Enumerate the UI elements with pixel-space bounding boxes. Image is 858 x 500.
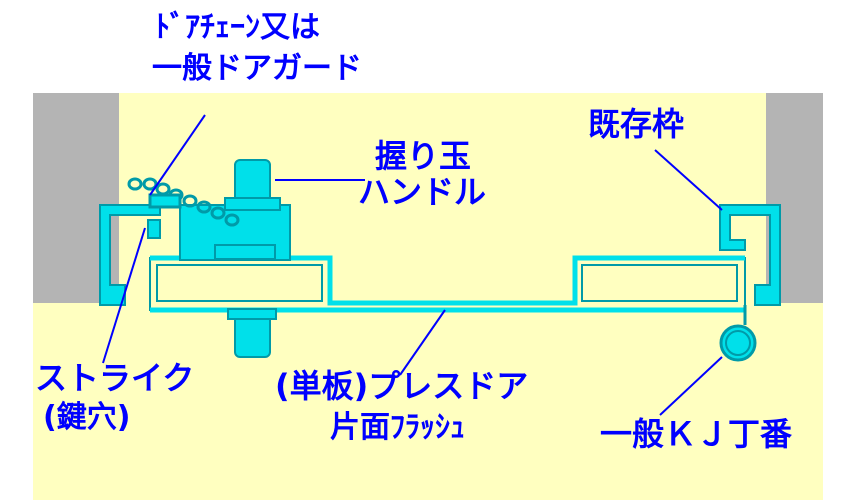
hinge-shape — [719, 305, 757, 362]
strike-shape — [147, 219, 161, 239]
knob-handle-shape — [179, 159, 291, 358]
leader-hinge — [659, 356, 723, 416]
leader-frame — [654, 149, 723, 211]
strike-label-line1: ストライク — [35, 359, 195, 397]
strike-label-line2: (鍵穴) — [43, 400, 131, 435]
leader-lines — [102, 114, 723, 416]
door-label-line1: (単板)プレスドア — [275, 367, 529, 405]
door-chain-label-line2: 一般ドアガード — [152, 51, 362, 86]
door-chain-label-line1: ﾄﾞｱﾁｪｰﾝ又は — [155, 10, 320, 45]
existing-frame-shape — [719, 204, 781, 306]
hinge-label: 一般ＫＪ丁番 — [600, 415, 793, 453]
leader-door — [399, 309, 446, 376]
leader-door-chain — [149, 114, 206, 196]
leader-strike — [102, 227, 146, 364]
knob-label-line1: 握り玉 — [375, 137, 472, 175]
door-panel — [149, 255, 746, 313]
knob-label-line2: ハンドル — [358, 173, 487, 211]
door-chain-shape — [127, 177, 240, 227]
door-label-line2: 片面ﾌﾗｯｼｭ — [330, 410, 465, 445]
existing-frame-label: 既存枠 — [588, 105, 685, 143]
